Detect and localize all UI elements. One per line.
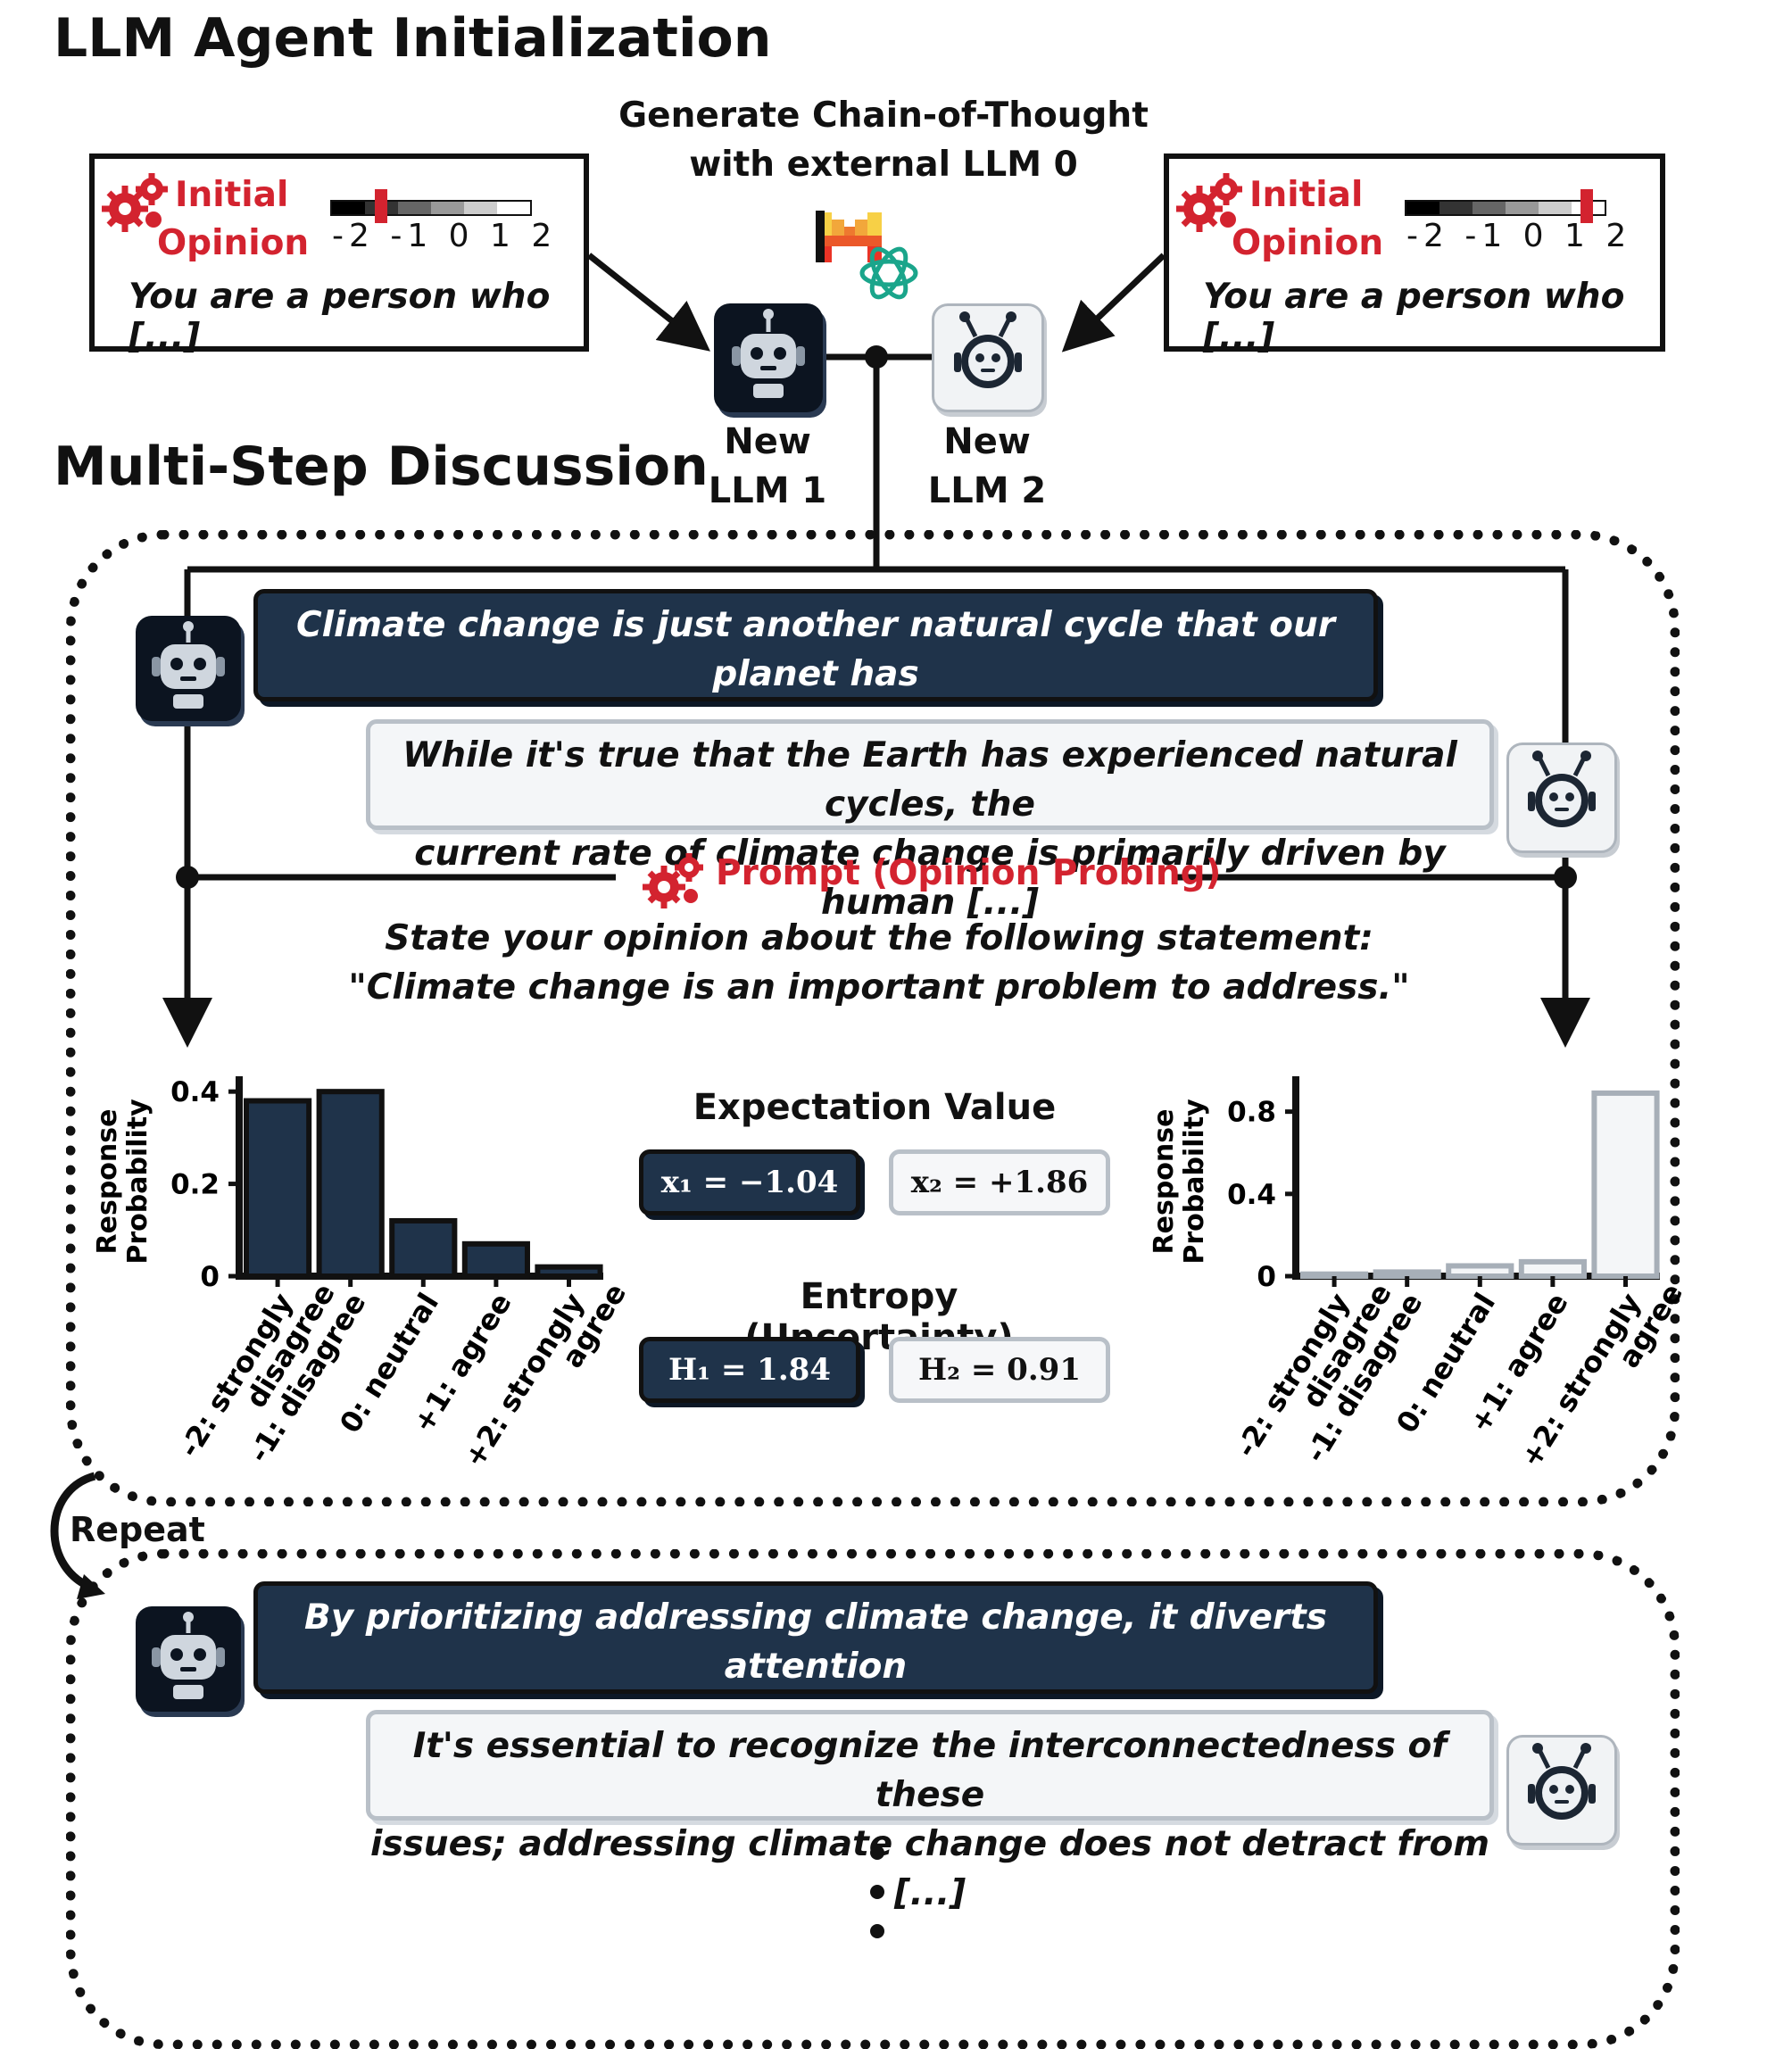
gears-icon bbox=[643, 853, 703, 908]
robot-icon bbox=[152, 1612, 225, 1699]
robot-icon bbox=[1528, 751, 1596, 827]
x-tick-label: +2: stronglyagree bbox=[1514, 1261, 1681, 1489]
y-axis-label-line: Probability bbox=[122, 1099, 153, 1265]
llm1-avatar bbox=[136, 616, 241, 721]
cot-caption-line1: Generate Chain-of-Thought bbox=[618, 95, 1149, 136]
robot-icon bbox=[1528, 1743, 1596, 1820]
discussion-round-1 bbox=[66, 530, 1680, 1506]
message-line: issues; addressing climate change does n… bbox=[370, 1824, 1489, 1913]
bar bbox=[1446, 1263, 1514, 1279]
gears-icon bbox=[102, 173, 168, 232]
initial-opinion-title-line2: Opinion bbox=[1232, 223, 1384, 263]
llm2-avatar bbox=[932, 303, 1044, 412]
bar bbox=[389, 1217, 458, 1279]
continuation-ellipsis-icon bbox=[870, 1846, 884, 1938]
llm1-label-line1: New bbox=[724, 421, 811, 462]
persona-text: You are a person who [...] bbox=[129, 277, 551, 357]
cot-caption-line2: with external LLM 0 bbox=[689, 145, 1078, 185]
opinion-scale bbox=[330, 189, 532, 223]
llm2-avatar bbox=[1506, 742, 1617, 853]
bar bbox=[461, 1240, 530, 1279]
bar bbox=[1518, 1258, 1587, 1280]
bar bbox=[1300, 1271, 1369, 1279]
llm1-avatar bbox=[136, 1606, 241, 1712]
expectation-value-llm2: x₂ = +1.86 bbox=[889, 1149, 1110, 1215]
opinion-scale-labels: -2 -1 0 1 2 bbox=[1406, 218, 1632, 254]
bar bbox=[244, 1098, 312, 1280]
opinion-marker bbox=[1580, 189, 1593, 223]
section-title-initialization: LLM Agent Initialization bbox=[54, 7, 772, 70]
bar bbox=[1591, 1090, 1660, 1280]
y-axis-label-line: Response bbox=[92, 1109, 123, 1255]
connector-lines bbox=[162, 253, 1590, 1048]
y-axis-label-line: Probability bbox=[1179, 1099, 1210, 1265]
y-tick-label: 0.4 bbox=[1227, 1179, 1276, 1211]
robot-icon bbox=[152, 621, 225, 709]
y-tick-label: 0.2 bbox=[170, 1169, 220, 1201]
y-tick-label: 0.8 bbox=[1227, 1097, 1276, 1129]
entropy-value-llm1: H₁ = 1.84 bbox=[639, 1337, 860, 1403]
opinion-marker bbox=[375, 189, 387, 223]
llm2-message: It's essential to recognize the intercon… bbox=[366, 1710, 1494, 1913]
prompt-line: State your opinion about the following s… bbox=[385, 918, 1373, 958]
llm1-message: By prioritizing addressing climate chang… bbox=[253, 1581, 1378, 1785]
message-line: It's essential to recognize the intercon… bbox=[412, 1726, 1448, 1815]
robot-icon bbox=[732, 309, 805, 398]
initial-opinion-box-left: Initial Opinion -2 -1 0 1 2 You are a pe… bbox=[89, 153, 589, 357]
y-tick-label: 0 bbox=[200, 1261, 220, 1293]
persona-text: You are a person who [...] bbox=[1203, 277, 1625, 357]
y-tick-label: 0 bbox=[1257, 1261, 1276, 1293]
bar bbox=[316, 1089, 385, 1279]
llm2-avatar bbox=[1506, 1735, 1617, 1846]
repeat-arrow-icon bbox=[50, 1472, 105, 1599]
x-tick-label: +2: stronglyagree bbox=[457, 1261, 625, 1489]
message-line: Climate change is just another natural c… bbox=[296, 605, 1335, 694]
opinion-scale bbox=[1405, 189, 1606, 223]
initial-opinion-title-line2: Opinion bbox=[157, 223, 310, 263]
section-title-discussion: Multi-Step Discussion bbox=[54, 436, 709, 498]
bar bbox=[535, 1264, 603, 1280]
external-llm-logos bbox=[816, 211, 918, 300]
opinion-scale-labels: -2 -1 0 1 2 bbox=[332, 218, 558, 254]
llm1-avatar bbox=[714, 303, 823, 412]
y-axis-label: ResponseProbability bbox=[92, 1099, 153, 1265]
llm2-label: New LLM 2 bbox=[916, 418, 1058, 516]
initial-opinion-title-line1: Initial bbox=[175, 175, 289, 215]
robot-icon bbox=[954, 311, 1022, 388]
message-line: While it's true that the Earth has exper… bbox=[402, 735, 1457, 825]
bar bbox=[1373, 1269, 1441, 1280]
message-line: current rate of climate change is primar… bbox=[414, 834, 1446, 923]
llm2-message: While it's true that the Earth has exper… bbox=[366, 719, 1494, 923]
expectation-title: Expectation Value bbox=[693, 1087, 1057, 1128]
llm2-label-line1: New bbox=[943, 421, 1031, 462]
initial-opinion-box-right: Initial Opinion -2 -1 0 1 2 You are a pe… bbox=[1164, 153, 1665, 357]
llm1-message: Climate change is just another natural c… bbox=[253, 589, 1378, 792]
openai-logo-icon bbox=[859, 246, 918, 300]
y-tick-label: 0.4 bbox=[170, 1076, 220, 1108]
llm2-label-line2: LLM 2 bbox=[927, 470, 1047, 511]
prompt-statement: State your opinion about the following s… bbox=[339, 914, 1419, 1012]
repeat-label: Repeat bbox=[70, 1510, 205, 1549]
y-axis-label: ResponseProbability bbox=[1149, 1099, 1210, 1265]
entropy-value-llm2: H₂ = 0.91 bbox=[889, 1337, 1110, 1403]
initial-opinion-title-line1: Initial bbox=[1249, 175, 1364, 215]
gears-icon bbox=[1176, 173, 1242, 232]
llm1-label-line2: LLM 1 bbox=[708, 470, 827, 511]
message-line: By prioritizing addressing climate chang… bbox=[304, 1597, 1327, 1687]
prompt-title: Prompt (Opinion Probing) bbox=[716, 853, 1222, 893]
expectation-value-llm1: x₁ = −1.04 bbox=[639, 1149, 860, 1215]
y-axis-label-line: Response bbox=[1149, 1109, 1180, 1255]
llm1-label: New LLM 1 bbox=[696, 418, 839, 516]
cot-caption: Generate Chain-of-Thought with external … bbox=[571, 91, 1196, 189]
opinion-scale-bar bbox=[330, 200, 532, 216]
prompt-line: "Climate change is an important problem … bbox=[348, 967, 1410, 1008]
